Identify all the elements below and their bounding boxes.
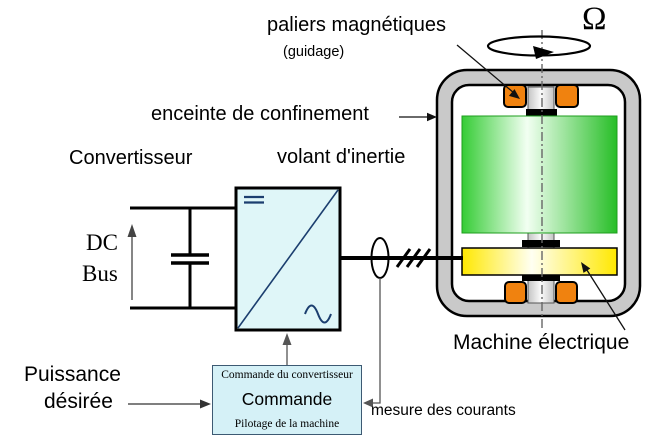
machine-label: Machine électrique bbox=[453, 331, 630, 354]
puissance-label-line2: désirée bbox=[44, 390, 113, 413]
command-box: Commande du convertisseur Commande Pilot… bbox=[212, 365, 362, 435]
paliers-pointer bbox=[456, 44, 515, 94]
command-box-main-label: Commande bbox=[241, 389, 333, 409]
dc-bus-arrowhead-icon bbox=[127, 224, 137, 237]
convertisseur-label: Convertisseur bbox=[69, 147, 193, 169]
paliers-label: paliers magnétiques bbox=[267, 14, 446, 36]
three-phase-marks-icon bbox=[395, 248, 412, 268]
command-box-top-label: Commande du convertisseur bbox=[221, 369, 353, 381]
puissance-arrowhead-icon bbox=[200, 399, 211, 409]
shaft-collar-bottom bbox=[522, 275, 560, 281]
magnetic-bearing-bottom-left bbox=[504, 281, 527, 304]
puissance-label-line1: Puissance bbox=[24, 363, 121, 386]
bus-label: Bus bbox=[82, 261, 118, 286]
mesure-label: mesure des courants bbox=[371, 402, 516, 419]
converter-diagonal bbox=[237, 189, 339, 329]
enceinte-label: enceinte de confinement bbox=[151, 103, 369, 125]
enceinte-arrowhead-icon bbox=[427, 112, 437, 122]
dc-label: DC bbox=[86, 230, 118, 255]
shaft-collar-top bbox=[526, 109, 557, 116]
ac-sine-icon bbox=[304, 304, 332, 324]
volant-label: volant d'inertie bbox=[277, 146, 406, 168]
paliers-arrowhead-icon bbox=[508, 89, 520, 99]
omega-symbol: Ω bbox=[582, 1, 607, 37]
three-phase-marks-icon bbox=[415, 248, 432, 268]
machine-pointer bbox=[584, 266, 626, 331]
command-box-bottom-label: Pilotage de la machine bbox=[234, 418, 340, 430]
magnetic-bearing-top-right bbox=[555, 84, 579, 108]
machine-arrowhead-icon bbox=[581, 262, 591, 273]
command-to-converter-arrowhead-icon bbox=[282, 333, 292, 345]
measurement-arrowhead-icon bbox=[363, 398, 373, 408]
magnetic-bearing-bottom-right bbox=[555, 281, 578, 304]
electric-machine bbox=[461, 247, 618, 276]
flywheel bbox=[461, 115, 618, 234]
shaft-collar-middle bbox=[522, 240, 560, 247]
guidage-label: (guidage) bbox=[283, 44, 345, 60]
measurement-line bbox=[366, 278, 381, 404]
rotation-arrowhead-icon bbox=[533, 46, 554, 59]
three-phase-marks-icon bbox=[405, 248, 422, 268]
